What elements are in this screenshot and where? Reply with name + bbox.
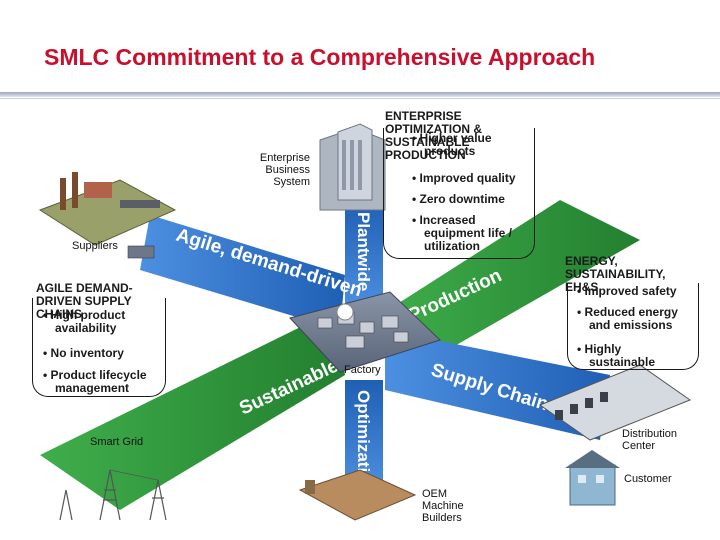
customer-house-illustration [565,450,620,506]
enterprise-heading-line-3: SUSTAINABLE [385,135,470,149]
energy-heading-line-3: EH&S [565,280,599,294]
dc-line-1: Distribution [622,428,678,440]
agile-bullet-1-line-1: • High product [43,308,126,322]
enterprise-bullet-4: • Increased equipment life / utilization [412,214,512,253]
enterprise-bullet-3: • Zero downtime [412,192,505,206]
dc-line-2: Center [622,440,656,452]
energy-bullet-2-line-1: • Reduced energy [577,305,678,319]
agile-bullet-3: • Product lifecycle management [43,369,147,395]
enterprise-heading-line-4: PRODUCTION [385,148,466,162]
enterprise-heading-line-2: OPTIMIZATION & [385,122,483,136]
title-divider-thin [0,98,720,99]
agile-box [32,298,166,397]
energy-box-heading: ENERGY, SUSTAINABILITY, EH&S [565,255,665,294]
title-divider [0,92,720,97]
agile-bullet-3-line-1: • Product lifecycle [43,368,147,382]
distribution-center-label: Distribution Center [622,428,677,452]
energy-box [567,283,699,370]
page-title: SMLC Commitment to a Comprehensive Appro… [44,44,596,70]
oem-building-illustration [298,469,417,521]
vertical-band-top [345,200,383,310]
smart-grid-label: Smart Grid [90,436,144,448]
enterprise-business-system-label: Enterprise Business System [252,152,310,188]
enterprise-bullet-4-line-3: utilization [424,239,480,253]
suppliers-label: Suppliers [72,240,118,252]
energy-bullet-1: • Improved safety [577,284,677,298]
band-label-optimization: Optimization [354,390,373,493]
customer-label: Customer [624,473,672,485]
enterprise-box [383,128,535,259]
factory-label: Factory [344,364,381,376]
enterprise-bullet-1-line-2: products [424,144,476,158]
blue-band-upper-left [140,215,345,330]
energy-bullet-2-line-2: and emissions [589,318,673,332]
agile-heading-line-2: DRIVEN SUPPLY [36,294,132,308]
enterprise-bullet-1: • Higher value products [412,132,492,158]
enterprise-box-heading: ENTERPRISE OPTIMIZATION & SUSTAINABLE PR… [385,110,482,162]
ebs-line-3: System [273,176,310,188]
energy-bullet-3-line-2: sustainable [589,355,656,369]
agile-box-heading: AGILE DEMAND- DRIVEN SUPPLY CHAINS [36,282,133,321]
oem-label: OEM Machine Builders [422,488,464,524]
distribution-center-illustration [538,364,692,441]
ebs-line-1: Enterprise [259,152,310,164]
energy-bullet-3: • Highly sustainable [577,343,655,369]
energy-heading-line-1: ENERGY, [565,254,618,268]
oem-line-2: Machine [422,500,464,512]
agile-bullet-1: • High product availability [43,309,125,335]
agile-heading-line-3: CHAINS [36,307,83,321]
enterprise-bullet-2: • Improved quality [412,171,516,185]
agile-bullet-2: • No inventory [43,346,124,360]
energy-bullet-3-line-1: • Highly [577,342,622,356]
green-band-upper-right [380,200,640,380]
oem-line-3: Builders [422,512,462,524]
enterprise-heading-line-1: ENTERPRISE [385,109,462,123]
enterprise-bullet-1-line-1: • Higher value [412,131,492,145]
enterprise-building-illustration [319,123,386,211]
smart-grid-illustration [59,469,167,521]
enterprise-bullet-4-line-1: • Increased [412,213,476,227]
band-label-plantwide: Plantwide [354,212,373,291]
agile-bullet-3-line-2: management [55,381,130,395]
agile-heading-line-1: AGILE DEMAND- [36,281,133,295]
factory-marker [336,303,354,321]
energy-bullet-2: • Reduced energy and emissions [577,306,678,332]
energy-heading-line-2: SUSTAINABILITY, [565,267,666,281]
agile-bullet-1-line-2: availability [55,321,117,335]
suppliers-factory-illustration [38,172,177,259]
oem-line-1: OEM [422,488,448,500]
green-band-lower-left [40,310,345,510]
enterprise-bullet-4-line-2: equipment life / [424,226,513,240]
ebs-line-2: Business [265,164,310,176]
